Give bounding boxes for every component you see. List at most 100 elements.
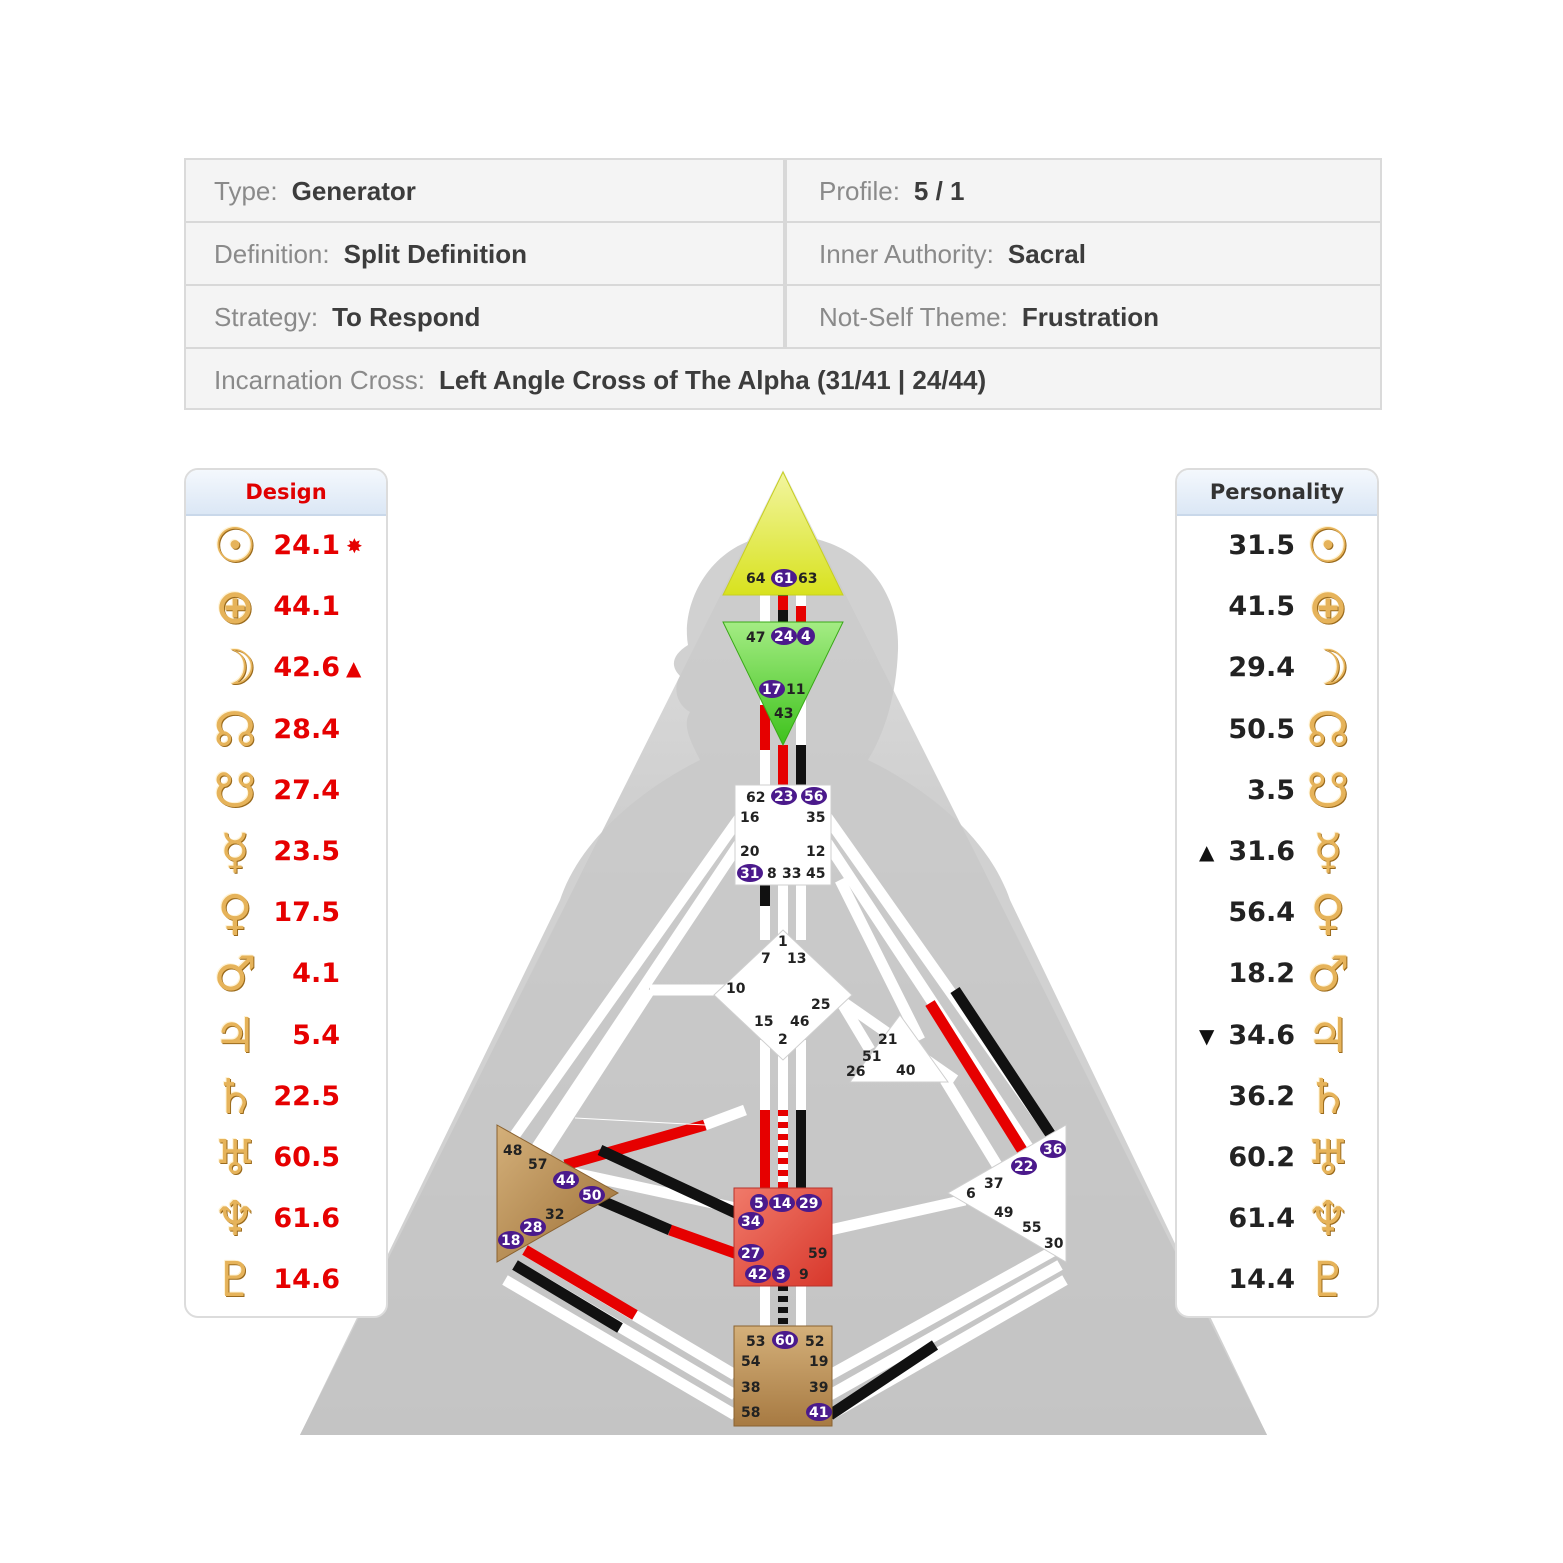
personality-fixing-mark: ▼ — [1199, 1023, 1215, 1048]
personality-row: ☋3.5 — [1177, 763, 1377, 819]
gate-40: 40 — [896, 1063, 916, 1079]
g-center-gates: 1 7 13 10 25 15 46 2 — [726, 934, 830, 1048]
spleen-gates: 48 57 44 50 32 28 18 — [498, 1143, 605, 1249]
heart-gates: 21 51 26 40 — [846, 1032, 916, 1080]
gate-53: 53 — [746, 1334, 765, 1350]
saturn-icon: ♄ — [213, 1068, 257, 1125]
gate-62: 62 — [746, 790, 765, 806]
design-row: ⊕ 44.1 — [186, 579, 386, 635]
active-gate-marker — [771, 569, 797, 587]
design-gate-value: 22.5 — [273, 1080, 340, 1112]
design-gate-value: 27.4 — [273, 774, 340, 806]
personality-gate-value: 60.2 — [1228, 1142, 1295, 1173]
personality-fixing-mark: ▲ — [1199, 840, 1215, 864]
personality-gate-value: 56.4 — [1228, 897, 1295, 929]
active-gate-marker — [806, 1403, 832, 1421]
gate-19: 19 — [809, 1354, 828, 1370]
gate-2: 2 — [778, 1032, 788, 1048]
personality-panel-title: Personality — [1177, 470, 1377, 516]
gate-6: 6 — [966, 1186, 976, 1202]
design-gate-value: 44.1 — [273, 591, 340, 623]
active-gate-marker — [737, 864, 763, 882]
gate-37: 37 — [984, 1176, 1003, 1192]
personality-row: ☊50.5 — [1177, 702, 1377, 758]
personality-row: ♃ 34.6 ▼ — [1177, 1008, 1377, 1064]
personality-gate-value: 36.2 — [1228, 1080, 1295, 1112]
gate-10: 10 — [726, 981, 746, 997]
profile-value: 5 / 1 — [913, 175, 965, 206]
head-center — [722, 470, 844, 596]
north-node-icon: ☊ — [213, 701, 257, 758]
sun-icon: ☉ — [213, 518, 257, 574]
active-gate-marker — [745, 1265, 771, 1283]
venus-icon: ♀ — [1310, 885, 1346, 942]
design-row: ♅60.5 — [186, 1130, 386, 1186]
design-row: ♂4.1 — [186, 946, 386, 1002]
gate-64: 64 — [746, 571, 766, 587]
design-row: ☉24.1✸ — [186, 518, 386, 574]
gate-49: 49 — [994, 1205, 1013, 1221]
gate-56: 56 — [804, 789, 823, 805]
gate-55: 55 — [1022, 1220, 1041, 1236]
gate-42: 42 — [748, 1267, 767, 1283]
jupiter-icon: ♃ — [213, 1007, 257, 1064]
gate-44: 44 — [556, 1173, 576, 1189]
not-self-label: Not-Self Theme: — [819, 301, 1008, 332]
north-node-icon: ☊ — [1306, 701, 1350, 758]
solar-plexus-gates: 36 22 6 37 49 55 30 — [966, 1140, 1066, 1252]
active-gate-marker — [738, 1212, 764, 1230]
row-divider — [186, 284, 1380, 286]
earth-icon: ⊕ — [214, 579, 256, 636]
not-self-cell: Not-Self Theme: Frustration — [783, 286, 1380, 348]
mars-icon: ♂ — [1306, 946, 1350, 1003]
head-gates: 64 61 63 — [746, 569, 817, 587]
jupiter-icon: ♃ — [1306, 1007, 1350, 1064]
active-gate-marker — [797, 627, 815, 645]
gate-36: 36 — [1043, 1142, 1062, 1158]
active-gate-marker — [772, 1331, 798, 1349]
personality-row: ⊕41.5 — [1177, 579, 1377, 635]
design-gate-value: 61.6 — [273, 1203, 340, 1235]
gate-18: 18 — [501, 1233, 520, 1249]
design-row: ♀17.5 — [186, 885, 386, 941]
authority-cell: Inner Authority: Sacral — [783, 223, 1380, 285]
strategy-value: To Respond — [332, 301, 481, 332]
row-divider — [186, 347, 1380, 349]
design-panel-title: Design — [186, 470, 386, 516]
g-center — [713, 929, 853, 1061]
definition-label: Definition: — [214, 238, 330, 269]
definition-value: Split Definition — [343, 238, 528, 269]
saturn-icon: ♄ — [1306, 1068, 1350, 1125]
active-gate-marker — [520, 1218, 546, 1236]
ajna-center — [722, 621, 844, 747]
active-gate-marker — [796, 1194, 822, 1212]
gate-11: 11 — [786, 682, 805, 698]
design-row: ☽42.6▲ — [186, 640, 386, 696]
personality-gate-value: 34.6 — [1228, 1019, 1295, 1051]
incarnation-cross-cell: Incarnation Cross: Left Angle Cross of T… — [186, 349, 1380, 411]
neptune-icon: ♆ — [1306, 1191, 1350, 1248]
authority-value: Sacral — [1007, 238, 1086, 269]
design-gate-value: 24.1 — [273, 530, 340, 561]
gate-4: 4 — [801, 629, 811, 645]
row-divider — [186, 221, 1380, 223]
gate-32: 32 — [545, 1207, 564, 1223]
gate-23: 23 — [774, 789, 793, 805]
incarnation-cross-label: Incarnation Cross: — [214, 364, 425, 395]
gate-20: 20 — [740, 844, 760, 860]
active-gate-marker — [771, 787, 797, 805]
root-gates: 53 60 52 54 19 38 39 58 41 — [741, 1331, 832, 1421]
definition-cell: Definition: Split Definition — [186, 223, 783, 285]
gate-58: 58 — [741, 1405, 760, 1421]
mercury-icon: ☿ — [1313, 824, 1343, 880]
incarnation-cross-value: Left Angle Cross of The Alpha (31/41 | 2… — [438, 364, 987, 395]
gate-35: 35 — [806, 810, 825, 826]
active-gate-marker — [759, 680, 785, 698]
type-value: Generator — [291, 175, 416, 206]
south-node-icon: ☋ — [213, 762, 257, 819]
south-node-icon: ☋ — [1306, 762, 1350, 819]
gate-50: 50 — [582, 1188, 602, 1204]
gate-8: 8 — [767, 866, 777, 882]
design-row: ♃5.4 — [186, 1008, 386, 1064]
design-row: ☊28.4 — [186, 702, 386, 758]
